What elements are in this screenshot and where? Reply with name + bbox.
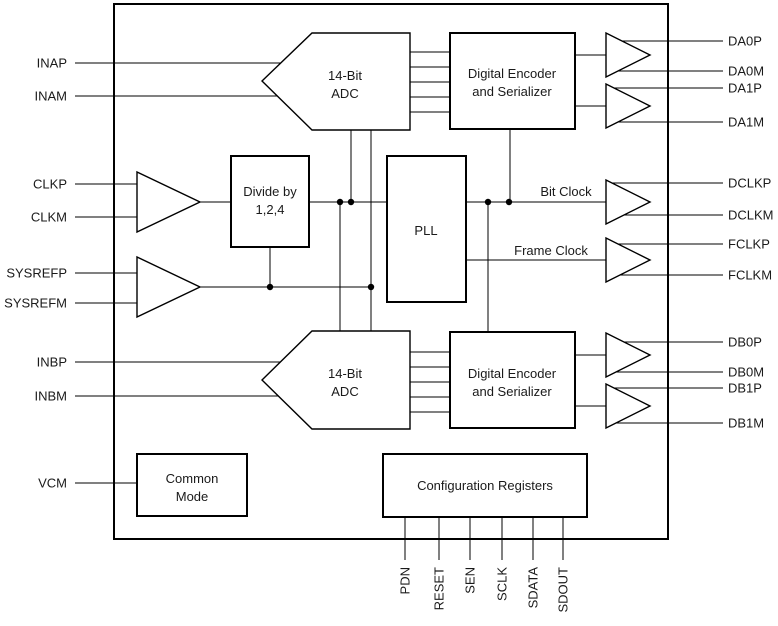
junction-dot (505, 198, 513, 206)
pin-label-vcm: VCM (38, 476, 67, 491)
pin-label-dclkp: DCLKP (728, 176, 771, 191)
clock-wires (200, 129, 606, 332)
clock-divider-label-line2: 1,2,4 (256, 202, 285, 217)
sysref-input-buffer (136, 255, 202, 319)
encoder-a-label-line1: Digital Encoder (468, 66, 557, 81)
pin-label-pdn: PDN (398, 567, 413, 594)
pll-label: PLL (414, 223, 437, 238)
adc-a-block (260, 32, 411, 131)
adc-a-label-line1: 14-Bit (328, 68, 362, 83)
pin-label-db0p: DB0P (728, 335, 762, 350)
adc-b-label-line2: ADC (331, 384, 358, 399)
common-mode-label-line2: Mode (176, 489, 209, 504)
config-registers-block (382, 453, 588, 518)
da1-output-buffer (605, 82, 652, 130)
pin-label-dclkm: DCLKM (728, 208, 774, 223)
pin-label-sen: SEN (463, 567, 478, 594)
fclk-output-buffer (605, 236, 652, 284)
pin-label-db1p: DB1P (728, 381, 762, 396)
pin-label-clkp: CLKP (33, 177, 67, 192)
pin-label-inam: INAM (35, 89, 68, 104)
pin-label-da1p: DA1P (728, 81, 762, 96)
encoder-buffer-wires (575, 54, 606, 407)
adc-b-block (260, 330, 411, 430)
input-wires (75, 62, 281, 484)
bit-clock-label: Bit Clock (540, 184, 592, 199)
pin-label-sdata: SDATA (526, 567, 541, 609)
pin-label-sclk: SCLK (495, 567, 510, 601)
clock-divider-block (230, 155, 310, 248)
dclk-output-buffer (605, 178, 652, 226)
da0-output-buffer (605, 31, 652, 79)
config-registers-label: Configuration Registers (417, 478, 553, 493)
junction-dot (484, 198, 492, 206)
encoder-b-block (449, 331, 576, 429)
db1-output-buffer (605, 382, 652, 430)
clock-divider-label-line1: Divide by (243, 184, 297, 199)
pin-label-da1m: DA1M (728, 115, 764, 130)
junction-dot (347, 198, 355, 206)
pin-label-inbm: INBM (35, 389, 68, 404)
db0-output-buffer (605, 331, 652, 379)
pin-label-fclkp: FCLKP (728, 237, 770, 252)
pin-label-fclkm: FCLKM (728, 268, 772, 283)
adc-a-bus (410, 51, 450, 113)
spi-pin-wires (404, 517, 564, 560)
junction-dots (266, 198, 513, 291)
common-mode-block (136, 453, 248, 517)
encoder-a-block (449, 32, 576, 130)
pin-label-reset: RESET (432, 567, 447, 610)
pin-label-db1m: DB1M (728, 416, 764, 431)
adc-b-label-line1: 14-Bit (328, 366, 362, 381)
pin-label-sysrefm: SYSREFM (4, 296, 67, 311)
output-wires (612, 40, 723, 424)
clock-input-buffer (136, 170, 202, 234)
encoder-b-label-line2: and Serializer (472, 384, 552, 399)
adc-a-label-line2: ADC (331, 86, 358, 101)
common-mode-label-line1: Common (166, 471, 219, 486)
junction-dot (266, 283, 274, 291)
pin-label-da0m: DA0M (728, 64, 764, 79)
pin-label-db0m: DB0M (728, 365, 764, 380)
encoder-b-label-line1: Digital Encoder (468, 366, 557, 381)
pin-label-clkm: CLKM (31, 210, 67, 225)
pll-block (386, 155, 467, 303)
junction-dot (336, 198, 344, 206)
adc-b-bus (410, 351, 450, 413)
frame-clock-label: Frame Clock (514, 243, 588, 258)
encoder-a-label-line2: and Serializer (472, 84, 552, 99)
pin-label-inap: INAP (37, 56, 67, 71)
pin-label-inbp: INBP (37, 355, 67, 370)
pin-label-sysrefp: SYSREFP (6, 266, 67, 281)
pin-label-sdout: SDOUT (556, 567, 571, 613)
junction-dot (367, 283, 375, 291)
pin-label-da0p: DA0P (728, 34, 762, 49)
